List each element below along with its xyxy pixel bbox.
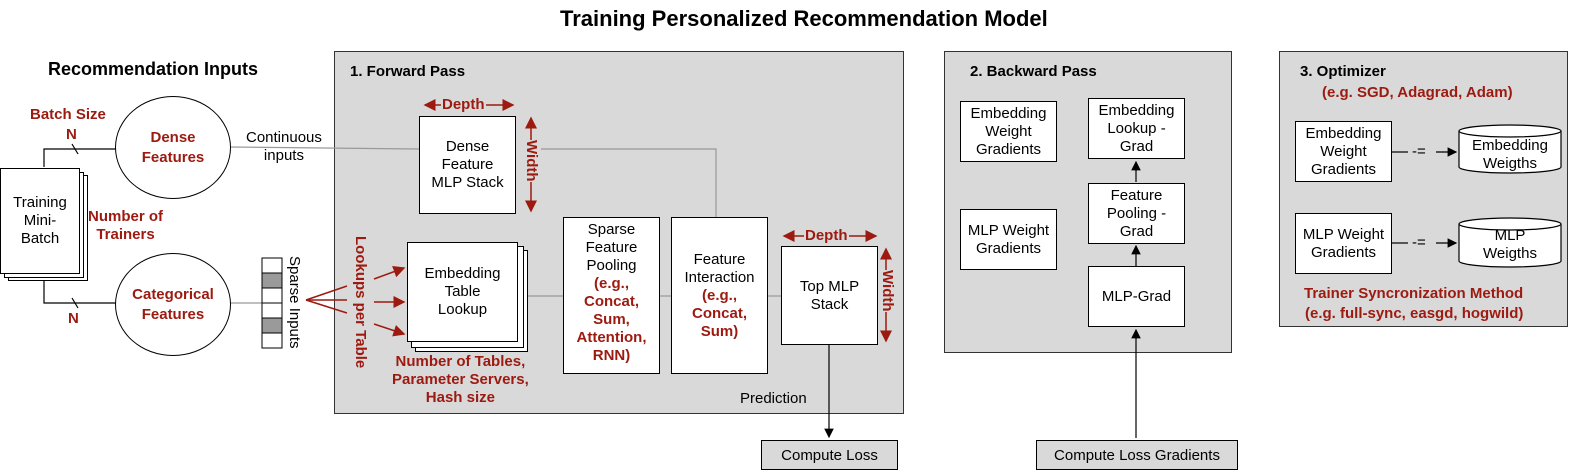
sync-method-examples: (e.g. full-sync, easgd, hogwild) <box>1305 305 1524 322</box>
lookups-per-table-label: Lookups per Table <box>352 236 369 369</box>
minus-equals-op-1: -= <box>1412 143 1426 160</box>
tables-note: Number of Tables, Parameter Servers, Has… <box>392 353 529 406</box>
optimizer-panel <box>1279 51 1568 327</box>
optimizer-mlp-weight-gradients: MLP Weight Gradients <box>1295 213 1392 274</box>
embedding-weights-cylinder <box>1458 124 1562 174</box>
training-mini-batch: Training Mini- Batch <box>0 168 80 274</box>
embedding-table-lookup: Embedding Table Lookup <box>407 242 518 342</box>
minus-equals-op-2: -= <box>1412 234 1426 251</box>
mlp-weights: MLP Weigths <box>1483 227 1537 262</box>
embedding-weights: Embedding Weigths <box>1472 137 1548 172</box>
sparse-feature-pooling: Sparse Feature Pooling (e.g., Concat, Su… <box>563 217 660 374</box>
backward-mlp-weight-gradients: MLP Weight Gradients <box>960 209 1057 270</box>
page-title: Training Personalized Recommendation Mod… <box>560 6 1048 31</box>
sparse-inputs-label: Sparse Inputs <box>286 256 303 349</box>
backward-embedding-weight-gradients: Embedding Weight Gradients <box>960 101 1057 162</box>
number-of-trainers-label: Number of Trainers <box>88 208 163 243</box>
inputs-heading: Recommendation Inputs <box>48 59 259 79</box>
feature-interaction: Feature Interaction (e.g., Concat, Sum) <box>671 217 768 374</box>
mlp-weights-cylinder <box>1458 217 1562 268</box>
prediction-label: Prediction <box>740 390 807 407</box>
forward-pass-title: 1. Forward Pass <box>350 63 466 80</box>
dense-depth-label: Depth <box>441 96 486 114</box>
dense-width-label: Width <box>523 140 540 182</box>
sparse-input-vector <box>261 257 283 349</box>
optimizer-embedding-weight-gradients: Embedding Weight Gradients <box>1295 121 1392 182</box>
compute-loss: Compute Loss <box>761 440 898 470</box>
mlp-grad: MLP-Grad <box>1088 266 1185 327</box>
sync-method-title: Trainer Syncronization Method <box>1304 285 1524 302</box>
continuous-inputs-label: Continuous inputs <box>246 129 322 164</box>
batch-size-n-bottom: N <box>68 310 79 327</box>
optimizer-examples: (e.g. SGD, Adagrad, Adam) <box>1322 84 1513 101</box>
compute-loss-gradients: Compute Loss Gradients <box>1036 440 1238 470</box>
top-mlp-width-label: Width <box>879 270 896 312</box>
embedding-lookup-grad: Embedding Lookup - Grad <box>1088 98 1185 159</box>
batch-size-label: Batch Size <box>30 106 106 123</box>
feature-pooling-grad: Feature Pooling - Grad <box>1088 183 1185 244</box>
top-mlp-stack: Top MLP Stack <box>781 246 878 345</box>
optimizer-title: 3. Optimizer <box>1300 63 1386 80</box>
batch-size-n-top: N <box>66 126 77 143</box>
dense-feature-mlp-stack: Dense Feature MLP Stack <box>419 116 516 214</box>
top-mlp-depth-label: Depth <box>804 227 849 245</box>
backward-pass-title: 2. Backward Pass <box>970 63 1097 80</box>
